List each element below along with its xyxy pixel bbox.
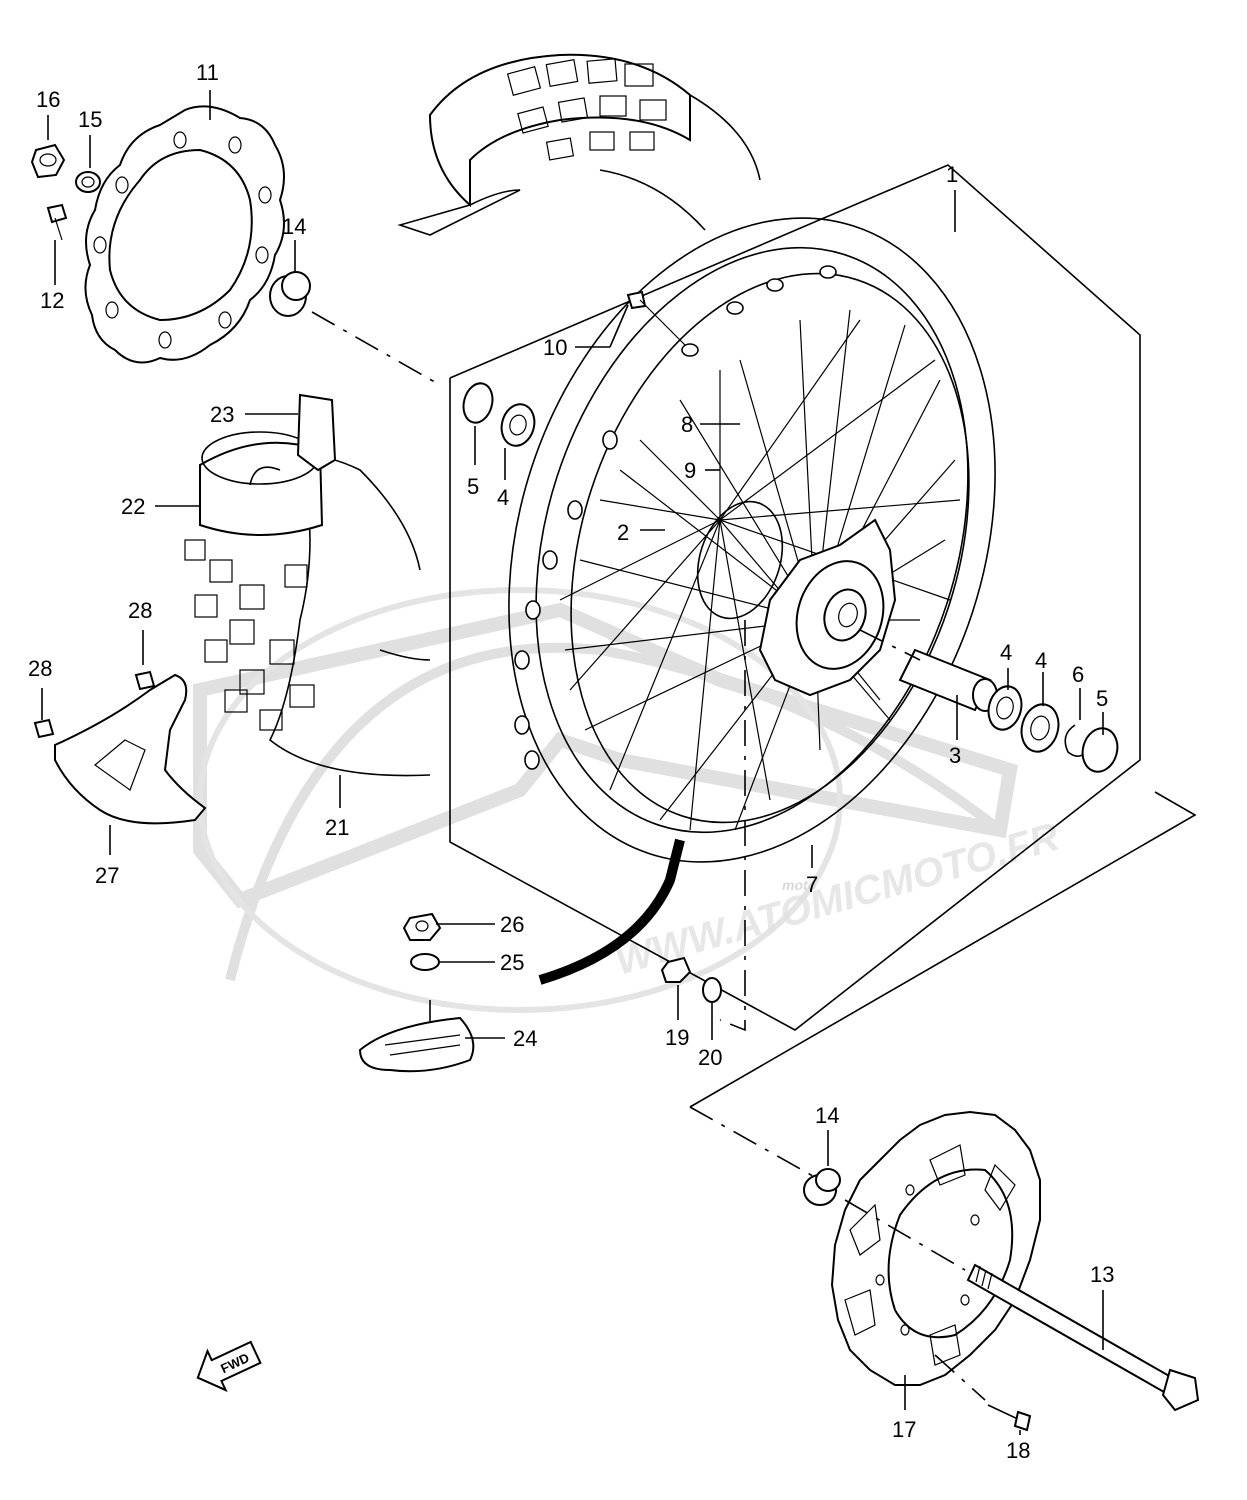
callout-13: 13 bbox=[1090, 1262, 1114, 1287]
spoke-nipple bbox=[626, 290, 686, 346]
spokes bbox=[559, 309, 961, 831]
callout-9: 9 bbox=[684, 458, 696, 483]
forward-direction-arrow: FWD bbox=[196, 1340, 262, 1393]
leader-lines bbox=[41, 90, 1104, 1435]
callout-5-right: 5 bbox=[1096, 686, 1108, 711]
spoke-nut bbox=[660, 956, 692, 983]
callout-20: 20 bbox=[698, 1045, 722, 1070]
valve-stem bbox=[358, 1000, 475, 1073]
sprocket-group-outline bbox=[689, 791, 1197, 1181]
oil-seal-left bbox=[462, 382, 494, 424]
watermark-small-text: moto bbox=[782, 877, 817, 893]
callout-28-upper: 28 bbox=[128, 598, 152, 623]
callout-10: 10 bbox=[543, 335, 567, 360]
hub-cushion-left bbox=[269, 271, 311, 317]
disc-nut bbox=[30, 143, 66, 179]
callout-14-upper: 14 bbox=[282, 214, 306, 239]
hub-cushion-right bbox=[803, 1168, 841, 1206]
tube-valve-stem bbox=[538, 838, 685, 985]
rear-axle bbox=[966, 1263, 1200, 1412]
callout-4-left: 4 bbox=[497, 485, 509, 510]
callout-2: 2 bbox=[617, 520, 629, 545]
callout-25: 25 bbox=[500, 950, 524, 975]
wheel-hub bbox=[696, 500, 897, 697]
disc-bolt bbox=[46, 203, 68, 241]
callout-22: 22 bbox=[121, 494, 145, 519]
guard-bolt-lower bbox=[33, 718, 55, 739]
rear-sprocket bbox=[830, 1110, 1041, 1386]
callout-8: 8 bbox=[681, 412, 693, 437]
wheel-rim bbox=[508, 217, 996, 863]
callout-28-lower: 28 bbox=[28, 656, 52, 681]
spoke-washer bbox=[702, 977, 722, 1003]
callout-14-lower: 14 bbox=[815, 1103, 839, 1128]
callout-12: 12 bbox=[40, 288, 64, 313]
callout-5-left: 5 bbox=[467, 474, 479, 499]
oil-seal-right bbox=[1081, 727, 1119, 773]
callout-21: 21 bbox=[325, 815, 349, 840]
sprocket-bolt bbox=[987, 1404, 1032, 1432]
assembly-box-outline bbox=[449, 164, 1141, 1031]
assembly-center-lines bbox=[311, 311, 986, 1401]
bearing-right-outer bbox=[1020, 703, 1060, 753]
bearing-right-inner bbox=[987, 685, 1023, 731]
callout-1: 1 bbox=[946, 162, 958, 187]
callout-26: 26 bbox=[500, 912, 524, 937]
callout-7: 7 bbox=[806, 872, 818, 897]
brake-disc bbox=[84, 105, 285, 364]
rim-band bbox=[199, 431, 324, 536]
watermark-logo: moto WWW.ATOMICMOTO.FR bbox=[193, 587, 1064, 1013]
callout-6: 6 bbox=[1072, 662, 1084, 687]
callout-4-right-outer: 4 bbox=[1035, 648, 1047, 673]
valve-washer bbox=[410, 953, 440, 971]
callout-18: 18 bbox=[1006, 1438, 1030, 1463]
tire bbox=[397, 53, 761, 236]
disc-guard bbox=[54, 673, 207, 825]
callout-27: 27 bbox=[95, 863, 119, 888]
callout-23: 23 bbox=[210, 402, 234, 427]
tube-tread bbox=[184, 539, 315, 731]
callout-24: 24 bbox=[513, 1026, 537, 1051]
bearing-left bbox=[500, 403, 536, 447]
rim-band-tab bbox=[296, 393, 337, 472]
valve-nut bbox=[402, 912, 442, 941]
callout-4-right-inner: 4 bbox=[1000, 640, 1012, 665]
callout-3: 3 bbox=[949, 743, 961, 768]
callout-labels: 1 2 3 4 4 4 5 5 6 7 8 9 10 11 12 13 14 1… bbox=[28, 60, 1114, 1463]
callout-17: 17 bbox=[892, 1417, 916, 1442]
callout-16: 16 bbox=[36, 87, 60, 112]
callout-19: 19 bbox=[665, 1025, 689, 1050]
disc-washer bbox=[75, 171, 101, 193]
callout-11: 11 bbox=[196, 60, 219, 85]
callout-15: 15 bbox=[78, 107, 102, 132]
axle-spacer bbox=[898, 648, 998, 712]
guard-bolt-upper bbox=[134, 670, 156, 691]
